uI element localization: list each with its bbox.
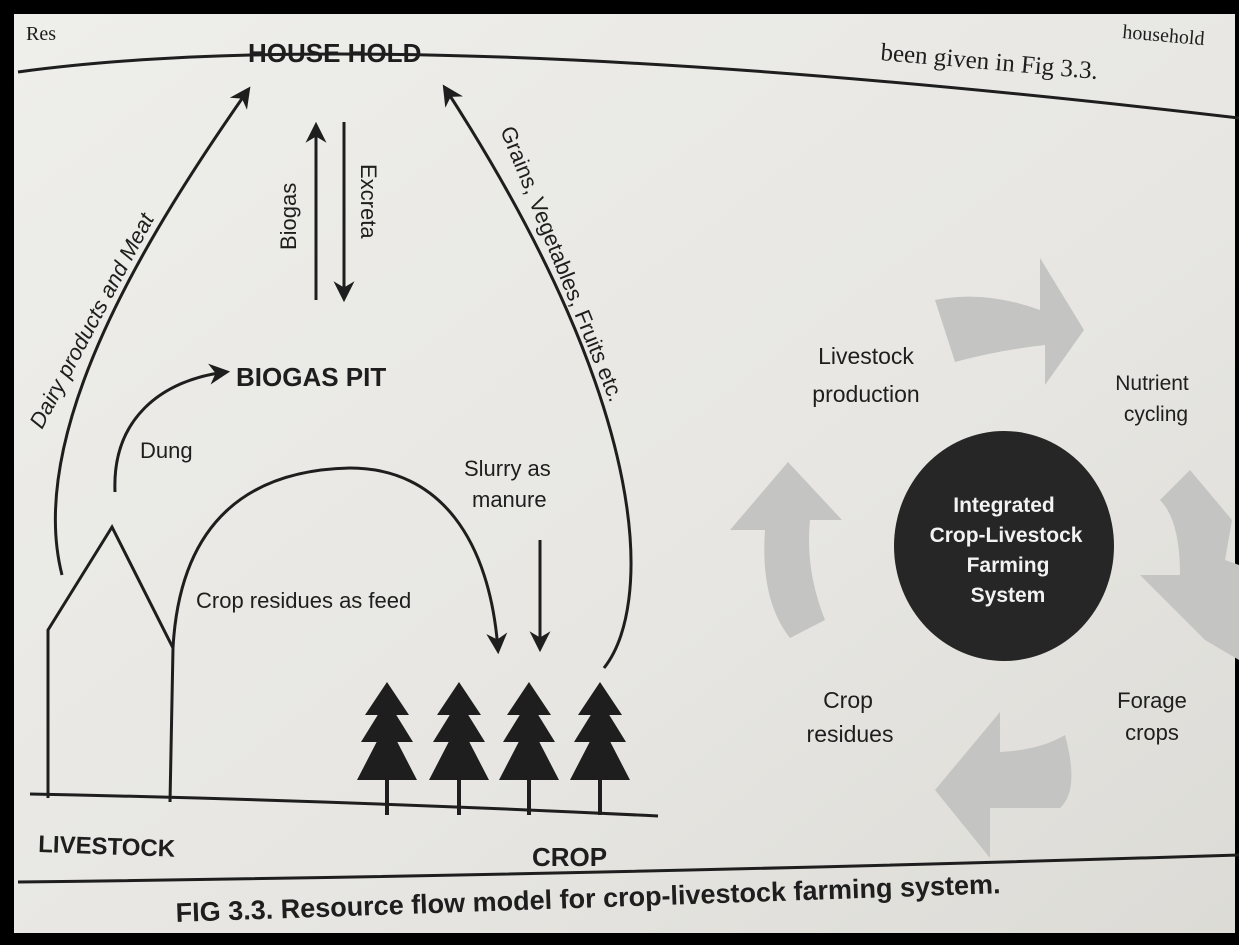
center-label-line2: Crop-Livestock xyxy=(930,524,1083,547)
figure-top-border xyxy=(17,52,1239,120)
cycle-arrow-bottom xyxy=(935,712,1072,858)
nutrient-cycling-line1: Nutrient xyxy=(1115,372,1189,395)
tree-icon xyxy=(499,682,559,815)
crop-residues-line1: Crop xyxy=(823,687,873,713)
forage-crops-line1: Forage xyxy=(1117,688,1187,713)
household-label: HOUSE HOLD xyxy=(248,38,421,68)
tree-icon xyxy=(357,682,417,815)
crop-residues-feed-label: Crop residues as feed xyxy=(196,588,411,613)
header-fragment-left: Res xyxy=(26,23,56,45)
cycle-arrow-left xyxy=(730,462,842,638)
livestock-barn xyxy=(46,523,175,803)
dung-arrow xyxy=(113,363,231,493)
center-circle xyxy=(894,431,1114,661)
cycle-arrow-right xyxy=(1140,470,1239,660)
excreta-label: Excreta xyxy=(356,164,381,239)
biogas-pit-label: BIOGAS PIT xyxy=(236,362,386,392)
dairy-arrow xyxy=(53,86,251,576)
forage-crops-line2: crops xyxy=(1125,720,1179,745)
crop-residues-feed-arrow xyxy=(171,466,508,655)
ground-line xyxy=(29,792,659,818)
center-label-line4: System xyxy=(971,584,1046,607)
livestock-production-line1: Livestock xyxy=(818,343,914,369)
cycle-arrows xyxy=(730,258,1239,858)
biogas-label: Biogas xyxy=(276,183,301,250)
tree-icon xyxy=(429,682,489,815)
tree-icon xyxy=(570,682,630,815)
cycle-arrow-top xyxy=(935,258,1084,385)
center-label-line1: Integrated xyxy=(953,494,1055,517)
livestock-label: LIVESTOCK xyxy=(38,831,176,863)
crop-trees xyxy=(357,682,630,815)
livestock-production-line2: production xyxy=(812,381,919,407)
figure-bottom-border xyxy=(17,853,1239,884)
nutrient-cycling-line2: cycling xyxy=(1124,403,1188,426)
slurry-label-line1: Slurry as xyxy=(464,456,551,481)
crop-residues-line2: residues xyxy=(807,721,894,747)
dung-label: Dung xyxy=(140,438,193,463)
grains-arrow xyxy=(442,84,633,669)
center-label-line3: Farming xyxy=(967,554,1050,577)
crop-label: CROP xyxy=(532,842,607,872)
slurry-label-line2: manure xyxy=(472,487,547,512)
